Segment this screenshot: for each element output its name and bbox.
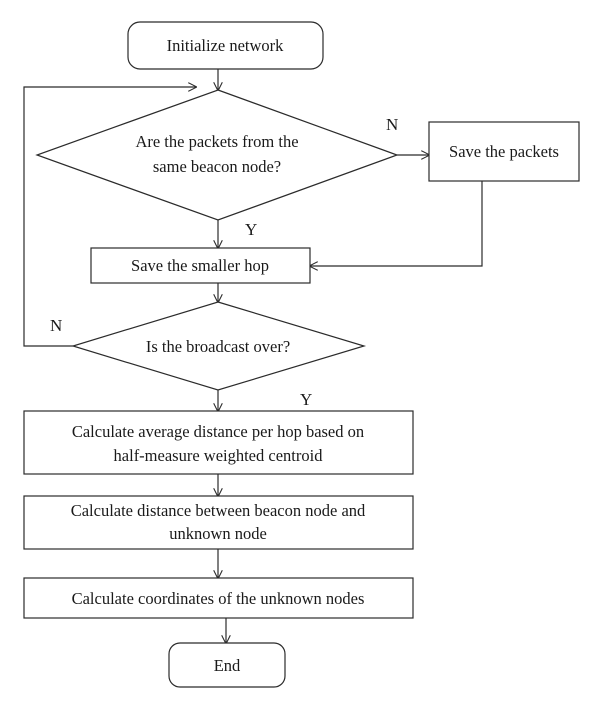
start-node-label: Initialize network xyxy=(167,36,285,55)
save-packets-label: Save the packets xyxy=(449,142,559,161)
save-smaller-hop-label: Save the smaller hop xyxy=(131,256,269,275)
calc-avg-distance-line2: half-measure weighted centroid xyxy=(114,446,324,465)
decision2-yes-label: Y xyxy=(300,390,312,409)
calc-distance-line1: Calculate distance between beacon node a… xyxy=(71,501,366,520)
calc-distance-line2: unknown node xyxy=(169,524,267,543)
decision2-no-label: N xyxy=(50,316,62,335)
calc-avg-distance-node: Calculate average distance per hop based… xyxy=(23,410,414,475)
calc-coordinates-node: Calculate coordinates of the unknown nod… xyxy=(23,577,414,619)
end-node: End xyxy=(168,642,286,688)
decision-same-beacon-line2: same beacon node? xyxy=(153,157,281,176)
calc-distance-node: Calculate distance between beacon node a… xyxy=(23,495,414,550)
decision1-yes-label: Y xyxy=(245,220,257,239)
decision-broadcast-over: Is the broadcast over? xyxy=(70,301,367,391)
save-packets-node: Save the packets xyxy=(428,121,580,182)
decision-same-beacon-node: Are the packets from the same beacon nod… xyxy=(35,89,399,221)
connector-save-packets-to-smaller-hop xyxy=(310,181,483,266)
decision-broadcast-over-label: Is the broadcast over? xyxy=(146,337,290,356)
calc-avg-distance-line1: Calculate average distance per hop based… xyxy=(72,422,364,441)
connector-decision2-no-loop xyxy=(23,87,196,347)
decision1-no-label: N xyxy=(386,115,398,134)
decision-same-beacon-line1: Are the packets from the xyxy=(135,132,298,151)
save-smaller-hop-node: Save the smaller hop xyxy=(90,247,311,284)
calc-coordinates-label: Calculate coordinates of the unknown nod… xyxy=(72,589,365,608)
end-node-label: End xyxy=(214,656,241,675)
start-node: Initialize network xyxy=(127,21,324,70)
